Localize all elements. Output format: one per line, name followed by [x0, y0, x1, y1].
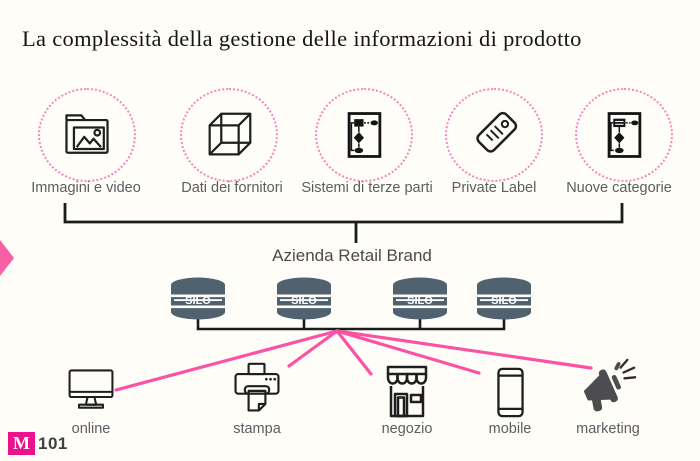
- source-label: Dati dei fornitori: [181, 180, 283, 196]
- folder-image-icon: [59, 107, 115, 163]
- fan-line-mobile: [335, 329, 481, 375]
- source-label: Private Label: [451, 180, 537, 196]
- channel-label: marketing: [576, 421, 640, 437]
- silo-bus-line: [196, 312, 506, 331]
- fan-line-online: [114, 329, 339, 392]
- source-circle-immagini: [38, 88, 136, 182]
- silo-icon: SILO: [392, 277, 448, 321]
- fan-line-stampa: [287, 329, 339, 368]
- channel-label: online: [71, 421, 111, 437]
- channel-label: stampa: [233, 421, 281, 437]
- channel-label: mobile: [488, 421, 532, 437]
- megaphone-icon: [577, 357, 639, 419]
- fan-line-marketing: [335, 329, 593, 370]
- silo-icon: SILO: [170, 277, 226, 321]
- source-label: Immagini e video: [31, 180, 141, 196]
- source-circle-terze-parti: [315, 88, 413, 182]
- left-arrow-shape: [0, 240, 14, 276]
- m101-logo: M 101: [8, 432, 68, 455]
- channel-label: negozio: [381, 421, 433, 437]
- flowchart-icon: [336, 107, 392, 163]
- fan-line-negozio: [335, 329, 373, 376]
- silo-icon: SILO: [476, 277, 532, 321]
- source-label: Nuove categorie: [566, 180, 672, 196]
- source-label: Sistemi di terze parti: [301, 180, 433, 196]
- cube-icon: [200, 106, 258, 164]
- smartphone-icon: [497, 367, 524, 418]
- flowchart-icon: [596, 107, 652, 163]
- bracket-line: [63, 203, 624, 224]
- fan-lines: [114, 329, 593, 392]
- source-circle-private-label: [445, 88, 543, 182]
- printer-icon: [229, 361, 285, 417]
- hub-label: Azienda Retail Brand: [272, 246, 432, 265]
- tag-icon: [465, 106, 523, 164]
- source-circle-nuove-categorie: [575, 88, 673, 182]
- logo-m-mark: M: [8, 432, 35, 455]
- monitor-icon: [65, 367, 117, 415]
- page-title: La complessità della gestione delle info…: [22, 26, 582, 51]
- logo-number: 101: [38, 433, 68, 453]
- store-icon: [377, 364, 437, 419]
- source-circle-fornitori: [180, 88, 278, 182]
- silo-icon: SILO: [276, 277, 332, 321]
